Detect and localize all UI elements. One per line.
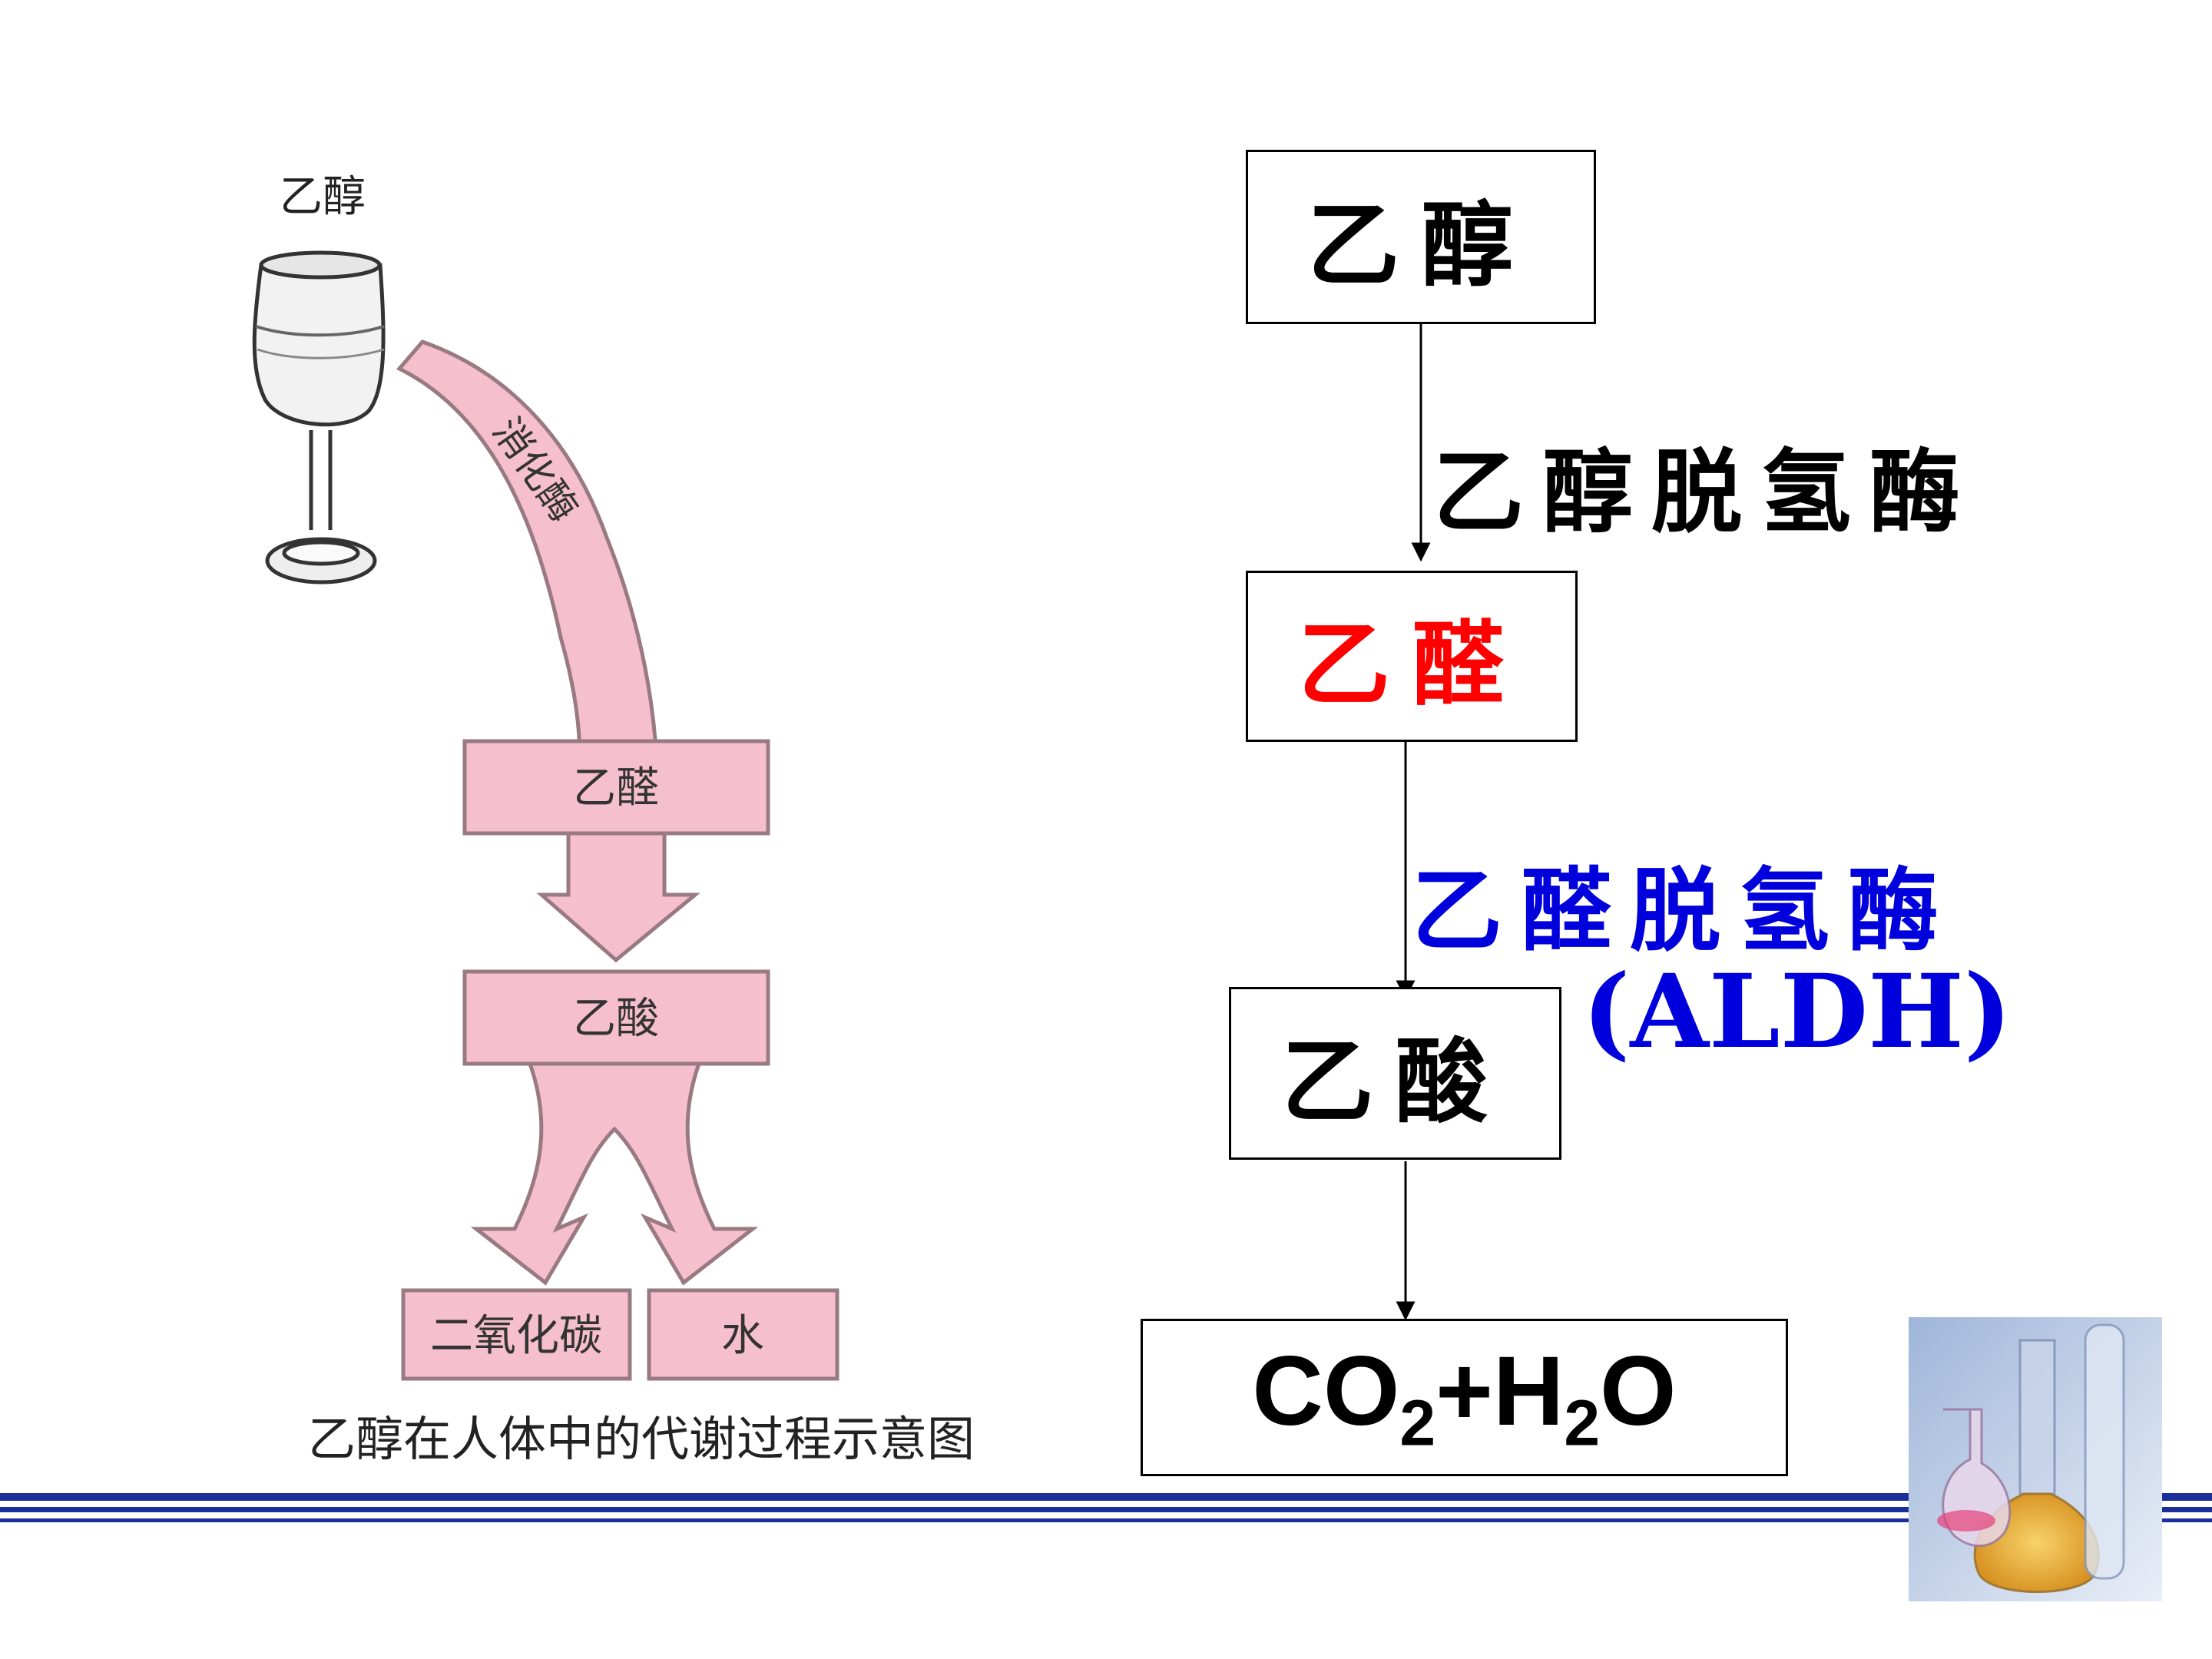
chemistry-flask-icon	[1909, 1317, 2162, 1601]
acetic-acid-label: 乙酸	[573, 994, 659, 1044]
down-arrow	[536, 831, 700, 963]
acetic-acid-flow-box: 乙酸	[1229, 987, 1561, 1160]
split-arrow	[470, 1061, 759, 1286]
connector-arrows	[1396, 324, 1431, 1321]
ethanol-label: 乙醇	[1307, 190, 1535, 300]
enzyme1-label: 乙醇脱氢酶	[1433, 439, 1979, 545]
products-box: CO2+H2O	[1141, 1319, 1788, 1476]
acetic-acid-flow-label: 乙酸	[1281, 1027, 1509, 1136]
water-box	[647, 1288, 839, 1381]
footer-divider	[0, 1493, 2212, 1501]
acetaldehyde-flow-box: 乙醛	[1246, 571, 1578, 742]
enzyme2-label: 乙醛脱氢酶	[1412, 857, 1958, 964]
acetic-acid-box	[462, 969, 770, 1066]
acetaldehyde-label: 乙醛	[573, 763, 659, 813]
enzyme2-abbreviation: (ALDH)	[1582, 952, 2012, 1071]
co2-label: 二氧化碳	[430, 1311, 602, 1361]
water-label: 水	[721, 1311, 764, 1361]
products-formula: CO2+H2O	[1252, 1336, 1677, 1459]
curved-arrow	[396, 339, 659, 763]
glass-label: 乙醇	[280, 172, 366, 222]
ethanol-box: 乙醇	[1246, 150, 1596, 324]
figure-caption: 乙醇在人体中的代谢过程示意图	[308, 1411, 975, 1467]
footer-divider-thin2	[0, 1518, 2212, 1522]
footer-divider-thin	[0, 1507, 2212, 1512]
acetaldehyde-flow-label: 乙醛	[1298, 610, 1525, 719]
metabolism-illustration: 乙醇 消化酶 乙醛 乙酸 二氧化碳 水 乙醇在人体中的代谢过程示意图	[252, 172, 975, 1467]
co2-box	[401, 1288, 632, 1381]
wine-glass-icon	[252, 250, 386, 584]
